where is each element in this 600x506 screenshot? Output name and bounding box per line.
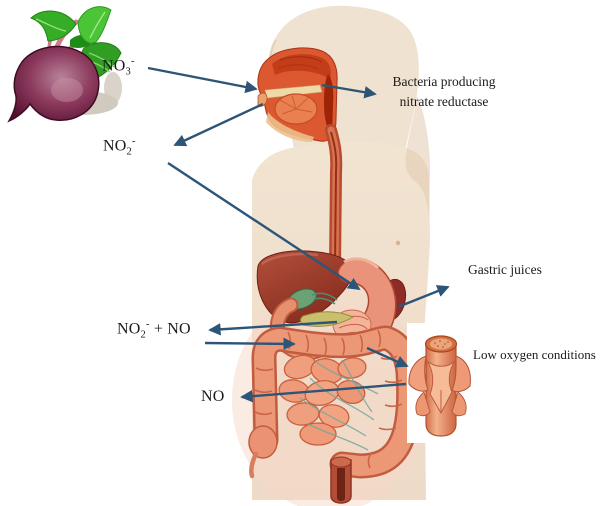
arrow-no2-to-stomach xyxy=(167,161,361,291)
arrow-no2-no-to-intestine xyxy=(204,337,296,351)
head-anatomy xyxy=(257,47,338,142)
label-no: NO xyxy=(201,388,225,405)
arrows xyxy=(147,66,450,403)
mesentery-veins xyxy=(299,359,379,451)
esophagus xyxy=(325,124,343,274)
arrow-throat-to-bacteria-label xyxy=(321,83,377,99)
arrow-mouth-to-no2 xyxy=(173,102,264,147)
beetroot-illustration xyxy=(7,6,122,123)
beet-bulb xyxy=(7,45,100,123)
label-gastric-juices: Gastric juices xyxy=(468,262,542,277)
arrow-vessel-to-no-label xyxy=(240,382,407,403)
arrow-duodenum-to-vessel xyxy=(366,346,409,368)
small-intestine xyxy=(278,354,367,446)
label-no2-plus-no: NO2- + NO xyxy=(117,319,191,341)
arrow-stomach-to-no2-no-label xyxy=(208,320,338,336)
label-no3: NO3- xyxy=(102,56,135,78)
label-bacteria-producing-nitrate-reductase: Bacteria producing nitrate reductase xyxy=(392,74,496,109)
label-no2: NO2- xyxy=(103,136,136,158)
beet-shadow xyxy=(104,72,122,104)
blood-vessel-illustration xyxy=(407,323,472,443)
arrow-no3-to-mouth xyxy=(147,66,258,94)
label-low-oxygen-conditions: Low oxygen conditions xyxy=(473,347,596,362)
rectum xyxy=(330,456,352,504)
large-intestine xyxy=(248,325,422,479)
arrow-stomach-to-gastric-juices-label xyxy=(397,285,450,309)
